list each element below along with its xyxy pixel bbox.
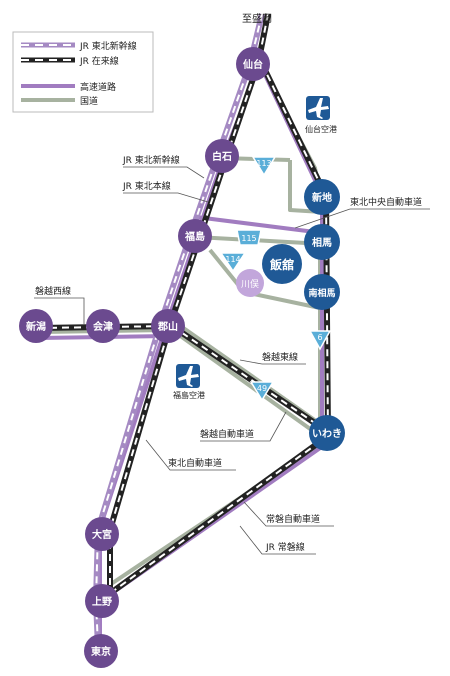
city-label-iwaki: いわき bbox=[312, 428, 342, 440]
zairai-banetsu-east bbox=[170, 323, 330, 435]
label-tohoku-shinkansen: JR 東北新幹線 bbox=[122, 154, 180, 166]
leader-joban-expressway bbox=[243, 501, 334, 527]
leader-banetsu-expressway bbox=[200, 411, 287, 442]
legend-item-expressway: 高速道路 bbox=[21, 81, 116, 93]
route-115-label: 115 bbox=[241, 234, 256, 243]
route-sign-114: 114 bbox=[219, 252, 247, 273]
city-minamisoma[interactable]: 南相馬 bbox=[304, 274, 340, 310]
city-shinchi[interactable]: 新地 bbox=[304, 179, 340, 215]
city-label-minamisoma: 南相馬 bbox=[308, 287, 335, 299]
city-label-iitate: 飯舘 bbox=[269, 257, 294, 272]
legend: JR 東北新幹線 JR 在来線 高速道路 国道 bbox=[12, 31, 154, 113]
city-fukushima[interactable]: 福島 bbox=[178, 219, 212, 253]
city-kawamata[interactable]: 川俣 bbox=[236, 269, 264, 297]
top-label: 至盛岡 bbox=[242, 12, 272, 25]
label-joban-line: JR 常磐線 bbox=[265, 541, 305, 553]
leader-tohoku-shinkansen bbox=[123, 166, 205, 179]
leader-joban-line bbox=[239, 525, 316, 555]
label-tohoku-chuo: 東北中央自動車道 bbox=[350, 196, 422, 208]
legend-label-expressway: 高速道路 bbox=[80, 81, 116, 93]
city-label-soma: 相馬 bbox=[312, 236, 332, 249]
airport-fukushima: 福島空港 bbox=[173, 364, 205, 400]
city-label-tokyo: 東京 bbox=[91, 645, 111, 658]
leader-tohoku-expressway bbox=[145, 439, 236, 471]
route-6-label: 6 bbox=[317, 333, 322, 342]
label-tohoku-expressway: 東北自動車道 bbox=[168, 457, 222, 469]
legend-item-zairai: JR 在来線 bbox=[21, 55, 119, 67]
city-aizu[interactable]: 会津 bbox=[86, 309, 120, 343]
route-sign-6: 6 bbox=[308, 330, 332, 351]
leader-banetsu-east-b bbox=[239, 359, 263, 365]
route-49-label: 49 bbox=[257, 384, 267, 393]
city-iwaki[interactable]: いわき bbox=[309, 415, 345, 451]
route-114-label: 114 bbox=[225, 255, 240, 264]
city-label-fukushima: 福島 bbox=[184, 230, 205, 243]
route-113-label: 113 bbox=[256, 159, 271, 168]
city-label-shiroishi: 白石 bbox=[212, 150, 232, 163]
legend-label-national: 国道 bbox=[80, 95, 98, 107]
label-tohoku-honsen: JR 東北本線 bbox=[122, 180, 171, 192]
city-label-ueno: 上野 bbox=[92, 595, 112, 608]
leader-banetsu-west bbox=[34, 297, 85, 325]
legend-label-zairai: JR 在来線 bbox=[79, 55, 119, 67]
zairai-joban bbox=[110, 62, 331, 595]
expressway-tohoku-chuo bbox=[195, 215, 316, 234]
city-shiroishi[interactable]: 白石 bbox=[205, 139, 239, 173]
city-label-shinchi: 新地 bbox=[312, 191, 332, 204]
city-soma[interactable]: 相馬 bbox=[304, 224, 340, 260]
city-label-aizu: 会津 bbox=[93, 320, 113, 333]
city-tokyo[interactable]: 東京 bbox=[84, 634, 118, 668]
label-joban-expressway: 常磐自動車道 bbox=[266, 513, 320, 525]
city-ueno[interactable]: 上野 bbox=[85, 584, 119, 618]
city-label-niigata: 新潟 bbox=[26, 320, 46, 333]
sendai-airport-label: 仙台空港 bbox=[305, 124, 337, 134]
city-label-koriyama: 郡山 bbox=[157, 320, 178, 333]
fukushima-airport-label: 福島空港 bbox=[173, 390, 205, 400]
road-115 bbox=[195, 235, 325, 246]
label-banetsu-expressway: 磐越自動車道 bbox=[200, 428, 254, 440]
city-label-sendai: 仙台 bbox=[243, 58, 263, 71]
city-label-kawamata: 川俣 bbox=[241, 278, 259, 290]
legend-item-shinkansen: JR 東北新幹線 bbox=[21, 40, 137, 52]
city-label-omiya: 大宮 bbox=[92, 528, 112, 541]
city-koriyama[interactable]: 郡山 bbox=[151, 309, 185, 343]
city-sendai[interactable]: 仙台 bbox=[236, 47, 270, 81]
leader-tohoku-honsen bbox=[123, 192, 209, 203]
route-sign-49: 49 bbox=[249, 381, 275, 402]
airport-sendai: 仙台空港 bbox=[305, 96, 337, 134]
city-omiya[interactable]: 大宮 bbox=[85, 517, 119, 551]
leader-tohoku-chuo-b bbox=[294, 208, 351, 229]
legend-label-shinkansen: JR 東北新幹線 bbox=[79, 40, 137, 52]
label-banetsu-west: 磐越西線 bbox=[35, 285, 71, 297]
city-iitate[interactable]: 飯舘 bbox=[262, 244, 302, 284]
legend-item-national: 国道 bbox=[21, 95, 98, 107]
city-niigata[interactable]: 新潟 bbox=[19, 309, 53, 343]
route-sign-113: 113 bbox=[251, 156, 277, 177]
route-sign-115: 115 bbox=[236, 229, 262, 246]
road-49-b bbox=[170, 328, 322, 438]
label-banetsu-east: 磐越東線 bbox=[262, 351, 298, 363]
